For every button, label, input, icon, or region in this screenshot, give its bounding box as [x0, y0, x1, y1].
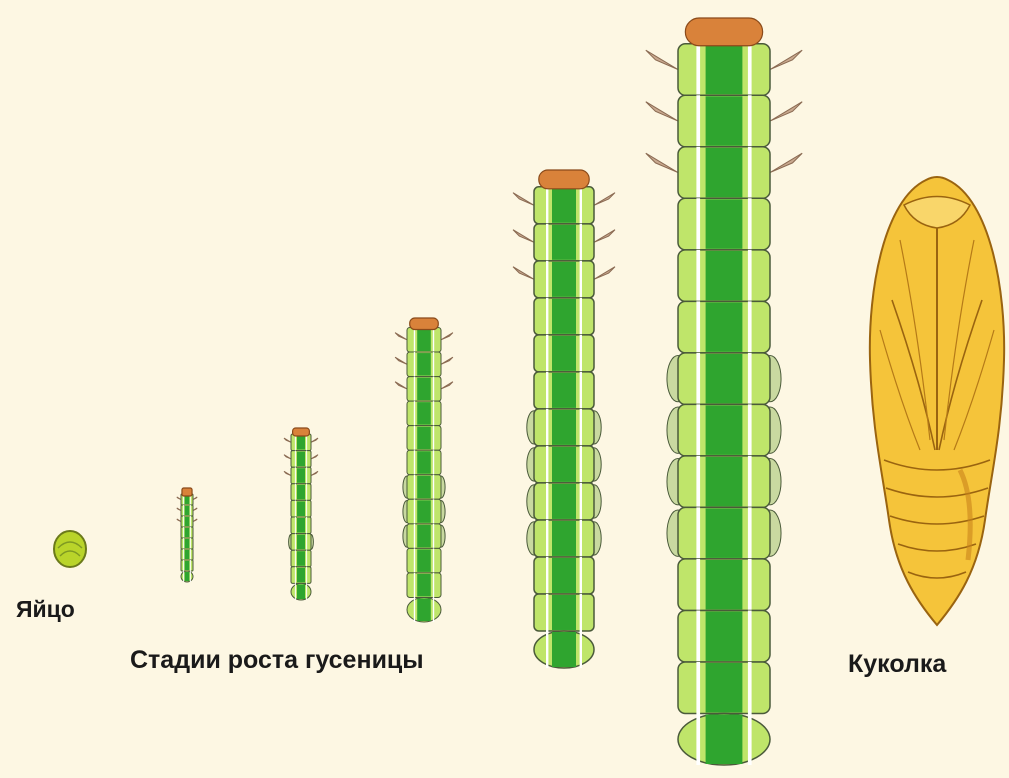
caterpillar-stage-1 — [177, 488, 197, 582]
egg-label: Яйцо — [16, 596, 75, 623]
larva-stages-label: Стадии роста гусеницы — [130, 646, 424, 675]
egg-illustration — [54, 531, 86, 567]
caterpillar-stage-4 — [513, 170, 615, 668]
pupa-label: Куколка — [848, 650, 946, 679]
caterpillar-stage-3 — [395, 318, 453, 622]
pupa-illustration — [870, 177, 1004, 625]
caterpillar-stage-5 — [646, 18, 802, 765]
caterpillar-stage-2 — [284, 428, 318, 600]
